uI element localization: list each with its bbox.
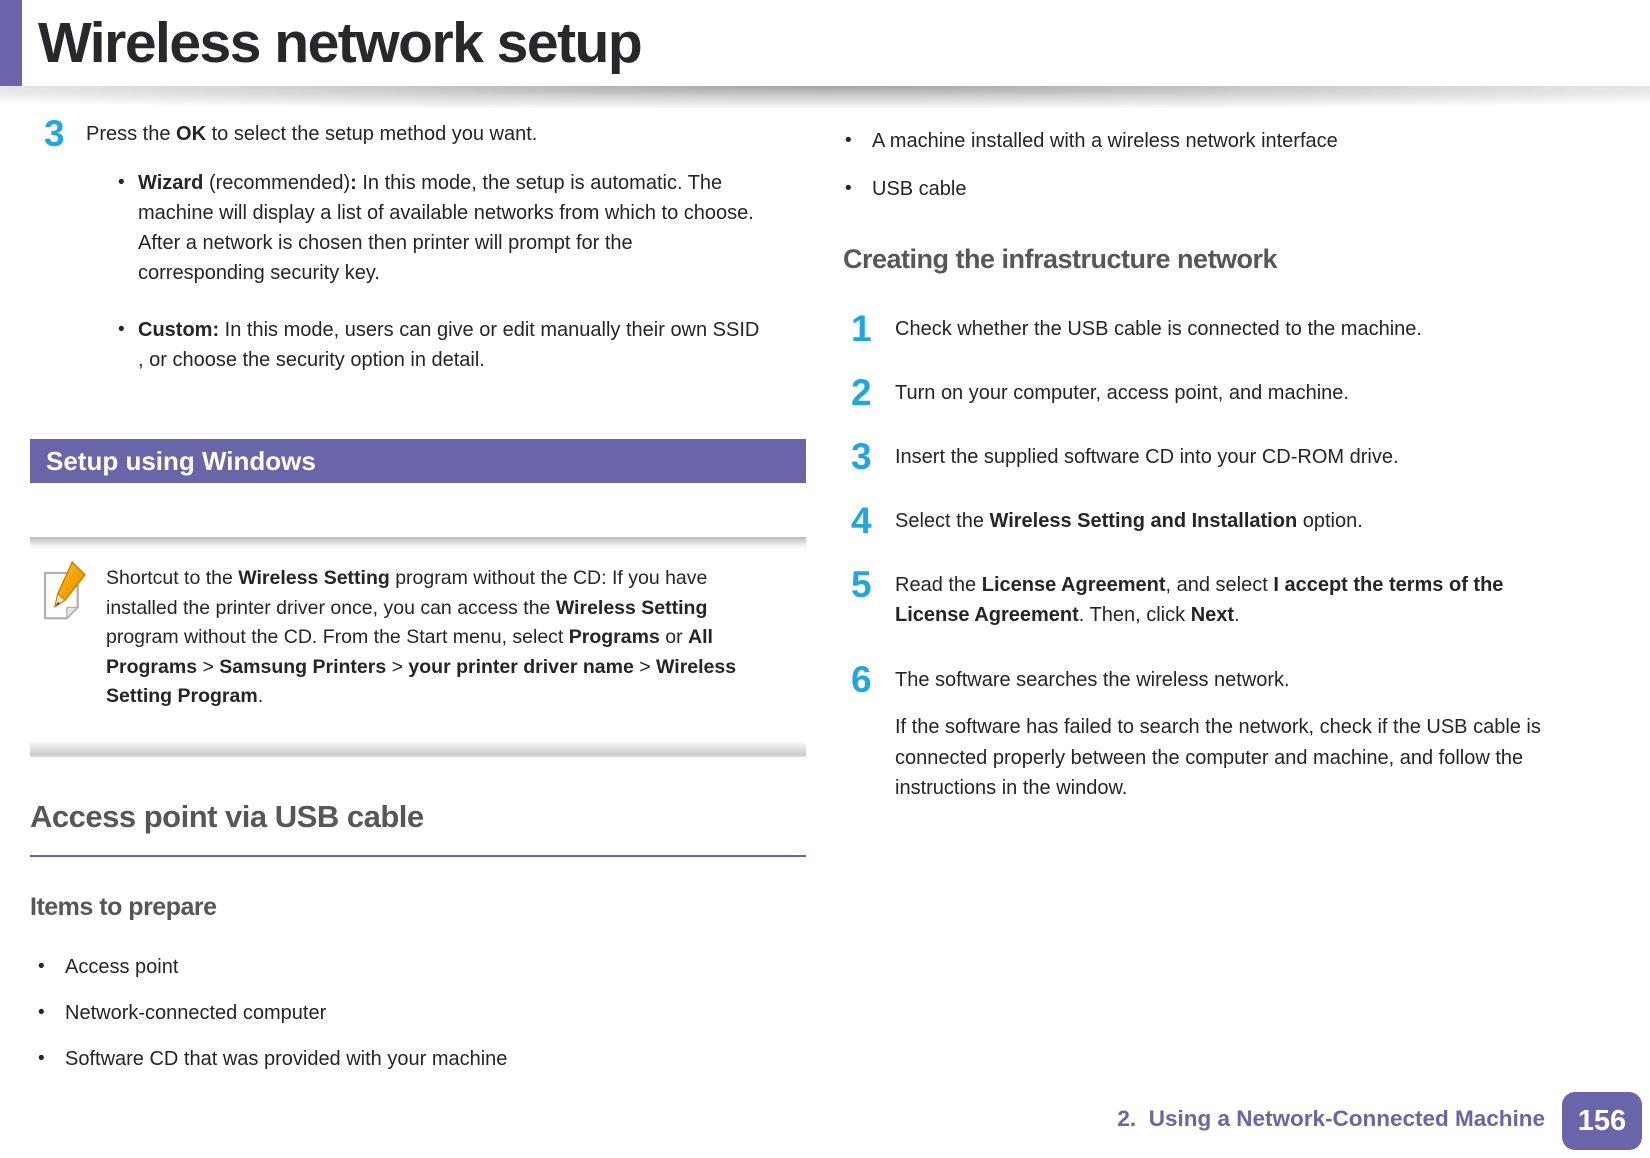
list-item-text: Software CD that was provided with your … [65, 1047, 508, 1070]
left-column: 3 Press the OK to select the setup metho… [30, 113, 806, 1090]
list-item: • Custom: In this mode, users can give o… [118, 315, 806, 375]
section-heading-access-point-via-usb: Access point via USB cable [30, 799, 806, 857]
step-number: 2 [851, 372, 872, 413]
step-2: 2 Turn on your computer, access point, a… [843, 372, 1548, 413]
header-divider [0, 86, 1650, 108]
setup-method-list: • Wizard (recommended): In this mode, th… [118, 168, 806, 375]
list-item-text: USB cable [872, 178, 967, 200]
bullet-icon: • [845, 130, 852, 151]
step-text: Select the Wireless Setting and Installa… [895, 510, 1363, 532]
page-title: Wireless network setup [38, 11, 643, 75]
list-item: • Network-connected computer [38, 998, 806, 1028]
step-6-group: 6 The software searches the wireless net… [843, 659, 1548, 804]
list-item-text: Network-connected computer [65, 1001, 327, 1024]
step-text: Insert the supplied software CD into you… [895, 446, 1399, 468]
step-number: 5 [851, 564, 872, 605]
note-text: Shortcut to the Wireless Setting program… [106, 567, 737, 707]
step-text: Press the OK to select the setup method … [86, 123, 538, 145]
step-number: 3 [44, 113, 65, 154]
step-text: Read the License Agreement, and select I… [895, 574, 1504, 626]
page-number-badge: 156 [1562, 1092, 1642, 1150]
section-banner-setup-using-windows: Setup using Windows [30, 439, 806, 483]
list-item-text: Wizard (recommended): In this mode, the … [138, 172, 754, 284]
note-box-top-border [30, 537, 806, 550]
footer-chapter-label: 2. Using a Network-Connected Machine [1117, 1106, 1545, 1131]
step-3: 3 Press the OK to select the setup metho… [30, 113, 806, 154]
bullet-icon: • [38, 1047, 45, 1069]
step-number: 4 [851, 500, 872, 541]
list-item: • Software CD that was provided with you… [38, 1044, 806, 1074]
step-text: Turn on your computer, access point, and… [895, 382, 1349, 404]
bullet-icon: • [38, 1001, 45, 1023]
step-number: 1 [851, 308, 872, 349]
bullet-icon: • [38, 955, 45, 977]
list-item-text: A machine installed with a wireless netw… [872, 130, 1338, 152]
step-3-right: 3 Insert the supplied software CD into y… [843, 436, 1548, 477]
step-4: 4 Select the Wireless Setting and Instal… [843, 500, 1548, 541]
items-to-prepare-list-continued: • A machine installed with a wireless ne… [843, 116, 1548, 204]
sub-heading-items-to-prepare: Items to prepare [30, 892, 217, 921]
list-item-text: Custom: In this mode, users can give or … [138, 319, 760, 371]
note-box: Shortcut to the Wireless Setting program… [30, 537, 806, 757]
items-to-prepare-list: • Access point • Network-connected compu… [30, 952, 806, 1074]
step-text: The software searches the wireless netwo… [895, 669, 1290, 691]
list-item: • USB cable [845, 174, 1548, 204]
step-text: Check whether the USB cable is connected… [895, 318, 1422, 340]
list-item: • A machine installed with a wireless ne… [845, 126, 1548, 156]
step-5: 5 Read the License Agreement, and select… [843, 564, 1548, 630]
step-6-note: If the software has failed to search the… [895, 716, 1541, 799]
list-item-text: Access point [65, 955, 179, 978]
list-item: • Wizard (recommended): In this mode, th… [118, 168, 806, 288]
bullet-icon: • [118, 172, 125, 193]
note-icon [36, 560, 94, 624]
bullet-icon: • [845, 178, 852, 199]
note-box-bottom-border [30, 741, 806, 757]
bullet-icon: • [118, 319, 125, 340]
right-column: • A machine installed with a wireless ne… [843, 116, 1548, 804]
sub-heading-creating-infrastructure-network: Creating the infrastructure network [843, 244, 1278, 274]
title-accent-bar [0, 0, 22, 92]
step-number: 3 [851, 436, 872, 477]
step-6: 6 The software searches the wireless net… [843, 659, 1548, 700]
step-number: 6 [851, 659, 872, 700]
list-item: • Access point [38, 952, 806, 982]
step-1: 1 Check whether the USB cable is connect… [843, 308, 1548, 349]
note-box-content: Shortcut to the Wireless Setting program… [30, 550, 806, 712]
